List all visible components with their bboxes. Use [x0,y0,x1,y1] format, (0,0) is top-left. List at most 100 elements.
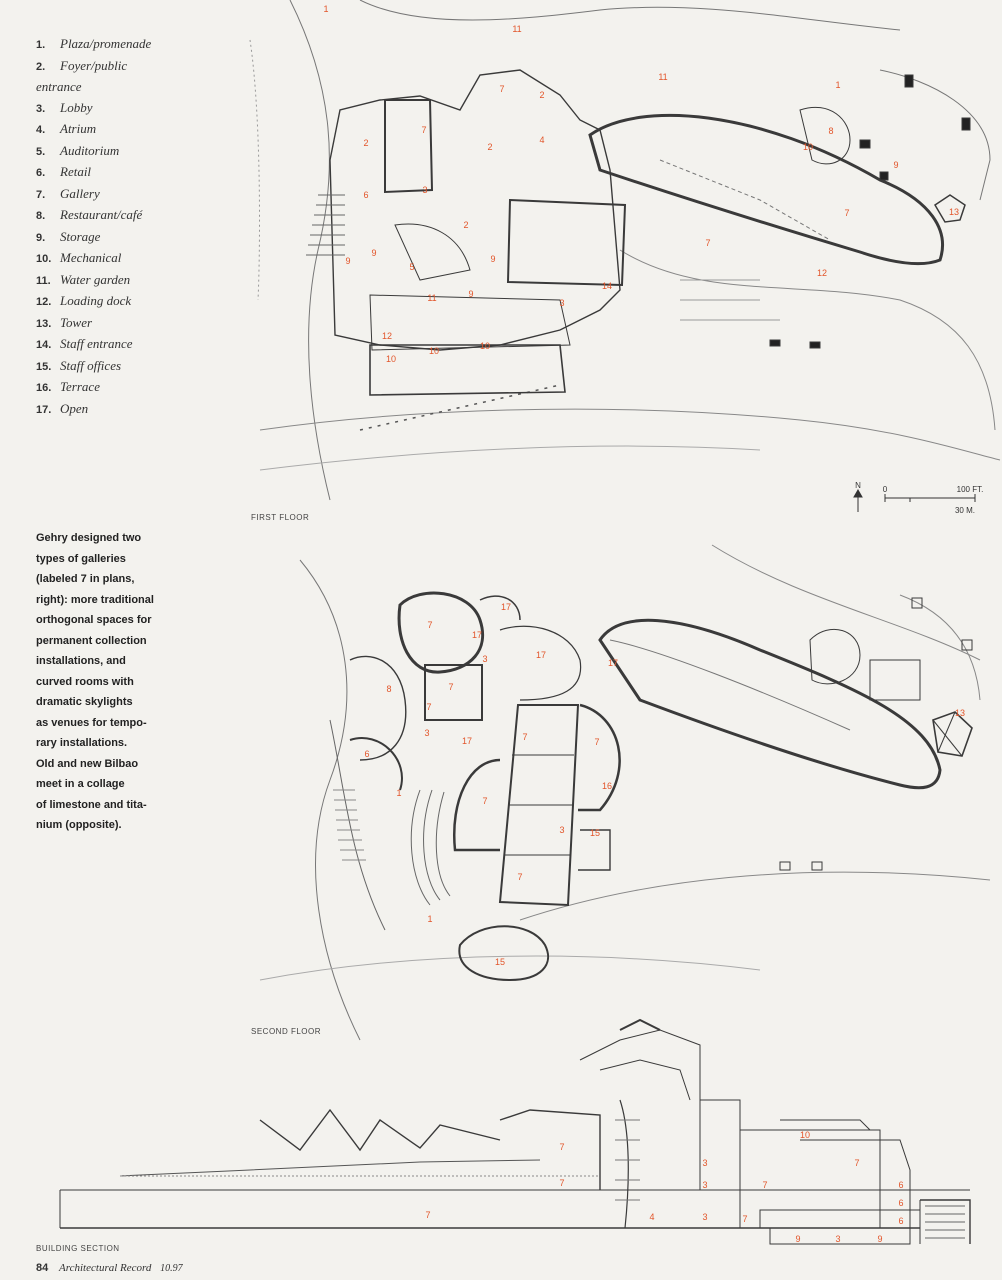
legend-label: Lobby [60,99,93,115]
room-tag: 7 [499,84,504,94]
legend-item: 3. Lobby [36,98,236,120]
room-tag: 4 [539,135,544,145]
scale-m: 30 M. [955,506,975,515]
room-tag: 3 [702,1158,707,1168]
legend-item: 13. Tower [36,313,236,335]
room-tag: 17 [608,658,618,668]
room-tag: 7 [425,1210,430,1220]
legend-label: Mechanical [60,250,122,265]
room-tag: 3 [559,298,564,308]
room-tag: 16 [602,781,612,791]
room-tag: 11 [427,293,436,303]
caption-line: curved rooms with [36,675,134,688]
room-tag: 2 [363,138,368,148]
room-tag: 7 [762,1180,767,1190]
legend-number: 14. [36,339,52,351]
room-tag: 7 [421,125,426,135]
room-tag: 7 [742,1214,747,1224]
room-tag: 7 [448,682,453,692]
legend-item: 11. Water garden [36,270,236,292]
caption-line: Old and new Bilbao [36,757,139,770]
room-tag: 6 [364,749,369,759]
legend-label: Water garden [60,271,131,287]
page-number: 84 [36,1262,49,1274]
legend-number: 3. [36,102,46,115]
room-tag: 8 [386,684,391,694]
room-tag: 10 [803,142,813,152]
first-floor-label: FIRST FLOOR [251,513,310,522]
legend-label: Staff offices [60,357,122,373]
legend-number: 4. [36,124,46,136]
legend-item: 1. Plaza/promenade [36,34,236,56]
second-floor-label: SECOND FLOOR [251,1027,322,1036]
legend-item: 2. Foyer/public [36,56,236,78]
page-footer: 84 Architectural Record 10.97 [36,1262,183,1274]
caption-line: permanent collection [36,634,147,647]
room-tag: 10 [800,1130,810,1140]
room-tag: 12 [382,331,392,341]
room-tag: 9 [468,289,473,299]
room-tag: 10 [429,346,439,356]
room-tag: 1 [835,80,840,90]
room-tag: 13 [955,708,965,718]
legend-number: 2. [36,60,46,73]
legend-number: 9. [36,231,46,244]
room-tag: 17 [536,650,546,660]
legend-label: Tower [60,314,93,330]
room-tag: 17 [501,602,511,612]
legend-item: 9.Storage [36,227,236,249]
second-floor-plan [259,544,991,1041]
room-tag: 15 [590,828,600,838]
caption-line: types of galleries [36,552,126,565]
caption-line: installations, and [36,655,126,667]
room-tag: 2 [487,142,492,152]
room-tag: 10 [386,354,396,364]
scale-zero: 0 [883,485,888,494]
building-section-label: BUILDING SECTION [36,1244,120,1253]
room-tag: 8 [828,126,833,136]
room-tag: 1 [427,914,432,924]
legend-item: 8.Restaurant/café [36,205,236,227]
room-tag: 1 [323,4,328,14]
legend-number: 11. [36,274,51,287]
room-tag: 7 [426,702,431,712]
legend-number: 1. [36,39,46,51]
magazine-name: Architectural Record [59,1262,152,1274]
legend-number: 17. [36,403,52,416]
room-tag: 13 [949,207,959,217]
legend-number: 16. [36,382,52,394]
legend-item: 12.Loading dock [36,291,236,313]
room-tag: 6 [898,1180,903,1190]
room-tag: 3 [702,1180,707,1190]
room-tag: 9 [345,256,350,266]
room-tag: 6 [898,1198,903,1208]
legend-label: Foyer/public [60,57,128,73]
room-tag: 2 [463,220,468,230]
legend-item: 17. Open [36,399,236,421]
room-tag: 7 [705,238,710,248]
room-tag: 3 [835,1234,840,1244]
legend-number: 12. [36,296,52,308]
legend-number: 10. [36,253,52,265]
caption-line: nium (opposite). [36,819,122,831]
room-tag: 11 [512,24,521,34]
room-tag: 3 [422,185,427,195]
legend-label: Auditorium [60,142,120,158]
room-tag: 7 [594,737,599,747]
legend-item: 14.Staff entrance [36,334,236,356]
legend-label: Open [60,400,89,416]
legend-number: 7. [36,188,46,201]
caption-line: dramatic skylights [36,696,133,708]
first-floor-plan [249,0,1001,501]
room-tag: 7 [559,1178,564,1188]
legend-number: 13. [36,317,52,330]
room-tag: 7 [522,732,527,742]
caption-line: meet in a collage [36,778,125,790]
legend-label: Gallery [60,185,100,201]
room-tag: 9 [877,1234,882,1244]
legend-label: Restaurant/café [60,207,143,222]
room-tag: 9 [795,1234,800,1244]
legend-label: Plaza/promenade [60,36,152,51]
